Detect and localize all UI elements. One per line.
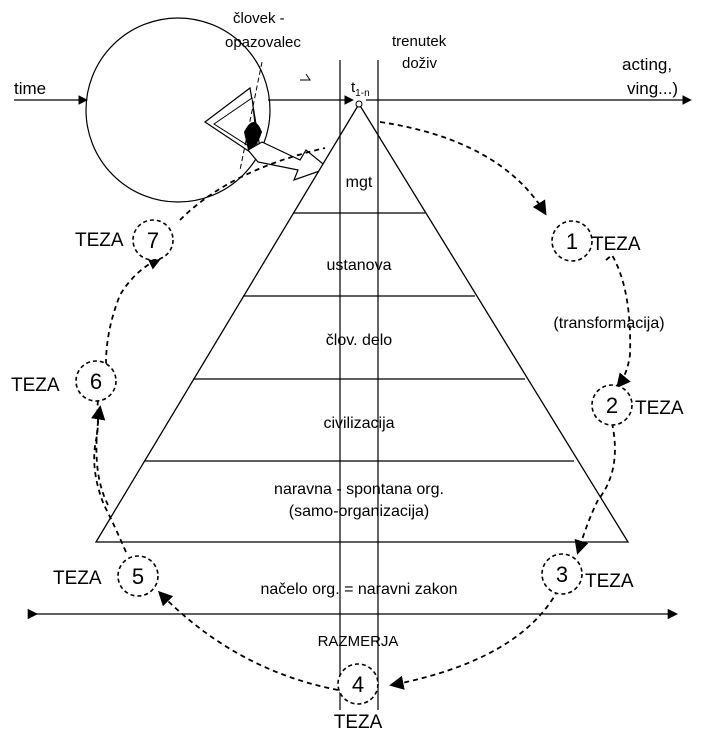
thesis-4-label: TEZA <box>334 712 383 733</box>
apex-point <box>355 100 363 108</box>
transformation-label: (transformacija) <box>553 315 664 332</box>
thesis-4-number: 4 <box>352 672 364 697</box>
eye-lens-icon <box>203 61 263 171</box>
thesis-5-circle <box>117 555 159 597</box>
thesis-6-label: TEZA <box>11 375 60 396</box>
thesis-4-circle <box>337 663 379 705</box>
axis-right-label-2: ving...) <box>627 79 678 98</box>
thesis-1-circle <box>551 220 593 262</box>
thesis-6-number: 6 <box>90 369 102 394</box>
thesis-1-number: 1 <box>566 229 578 254</box>
principle-label: načelo org. = naravni zakon <box>260 581 457 598</box>
moment-label-2: doživ <box>402 55 438 72</box>
time-label: time <box>14 79 46 98</box>
observer-label-1: človek - <box>233 10 285 27</box>
level-civilizacija: civilizacija <box>323 415 394 432</box>
level-clov-delo: člov. delo <box>326 332 393 349</box>
thesis-2-label: TEZA <box>635 398 684 419</box>
thesis-7-label: TEZA <box>75 230 124 251</box>
moment-label-1: trenutek <box>392 33 447 50</box>
thesis-1-label: TEZA <box>592 234 641 255</box>
level-base-1: naravna - spontana org. <box>274 481 444 498</box>
thesis-2-number: 2 <box>606 393 618 418</box>
thesis-6-circle <box>75 360 117 402</box>
thesis-3-circle <box>541 553 583 595</box>
observer-circle <box>85 17 271 203</box>
view-arrow <box>247 141 330 182</box>
pyramid <box>94 102 630 543</box>
level-ustanova: ustanova <box>327 257 392 274</box>
level-base-2: (samo-organizacija) <box>289 503 430 520</box>
level-mgt: mgt <box>346 174 373 191</box>
thesis-2-circle <box>591 384 633 426</box>
observer-label-2: opazovalec <box>225 34 301 51</box>
thesis-5-number: 5 <box>132 564 144 589</box>
axis-right-label-1: acting, <box>622 55 672 74</box>
thesis-7-circle <box>132 219 174 261</box>
thesis-5-label: TEZA <box>53 568 102 589</box>
relations-label: RAZMERJA <box>318 633 399 650</box>
thesis-7-number: 7 <box>147 228 159 253</box>
thesis-3-label: TEZA <box>585 571 634 592</box>
moment-t: t1-n <box>351 79 370 99</box>
thesis-3-number: 3 <box>556 562 568 587</box>
